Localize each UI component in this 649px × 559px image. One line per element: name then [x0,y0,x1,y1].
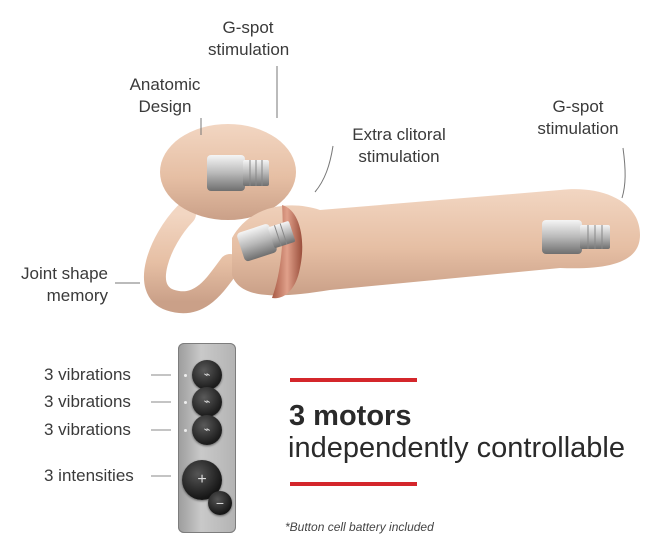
label-joint-shape: Joint shape memory [21,264,108,305]
vibration-button-1[interactable]: ⌁ [192,360,222,390]
motor-bulb [207,155,269,191]
remote-label-2: 3 vibrations [44,392,131,411]
motor-shaft [542,220,610,254]
label-anatomic-design: Anatomic Design [129,75,201,116]
flexible-arm [144,203,241,314]
battery-footnote: *Button cell battery included [285,520,434,534]
subline: independently controllable [288,432,625,464]
red-divider-bottom [290,482,417,486]
remote-control: ⌁ ⌁ ⌁ + − [178,343,236,533]
copper-band [272,205,303,299]
label-gspot-top: G-spot stimulation [208,18,290,59]
motor-clitoral [237,221,296,262]
label-extra-clitoral: Extra clitoral stimulation [352,125,446,166]
vibration-button-3[interactable]: ⌁ [192,415,222,445]
red-divider-top [290,378,417,382]
remote-label-1: 3 vibrations [44,365,131,384]
led-dot-3 [184,429,187,432]
headline: 3 motors [289,400,412,432]
led-dot-2 [184,401,187,404]
label-gspot-right: G-spot stimulation [537,97,619,138]
remote-label-3: 3 vibrations [44,420,131,439]
led-dot-1 [184,374,187,377]
intensity-minus-button[interactable]: − [208,491,232,515]
vibration-button-2[interactable]: ⌁ [192,387,222,417]
remote-label-4: 3 intensities [44,466,134,485]
shaft-shape [232,189,640,296]
